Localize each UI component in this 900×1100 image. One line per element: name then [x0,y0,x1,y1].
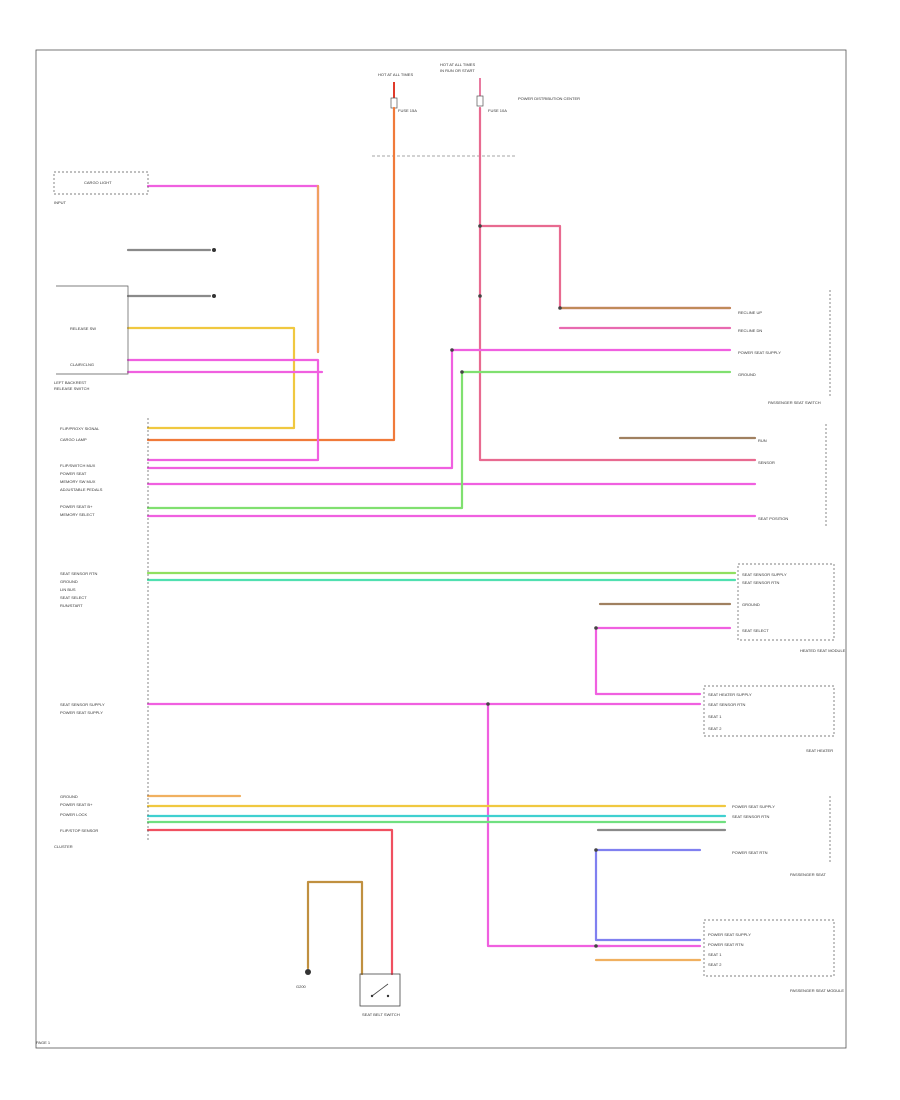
svg-text:G200: G200 [296,984,307,989]
ground-icon [212,248,216,298]
wire-magenta-heated-2 [486,702,612,948]
footer-label: PAGE 1 [36,1040,51,1045]
svg-text:POWER SEAT RTN: POWER SEAT RTN [732,850,768,855]
svg-text:GROUND: GROUND [60,794,78,799]
svg-text:POWER SEAT SUPPLY: POWER SEAT SUPPLY [732,804,775,809]
wire-brown-ground [306,880,364,976]
release-switch: RELEASE SW CLAIR/CLNG [56,285,129,375]
svg-text:ADJUSTABLE PEDALS: ADJUSTABLE PEDALS [60,487,103,492]
svg-text:HEATED SEAT MODULE: HEATED SEAT MODULE [800,648,846,653]
power-dist-label: POWER DISTRIBUTION CENTER [518,96,580,101]
svg-text:PASSENGER SEAT MODULE: PASSENGER SEAT MODULE [790,988,844,993]
svg-text:POWER SEAT: POWER SEAT [60,471,87,476]
svg-text:SEAT SENSOR RTN: SEAT SENSOR RTN [60,571,97,576]
wire-magenta-seatpos [594,626,732,696]
svg-text:SEAT SENSOR RTN: SEAT SENSOR RTN [742,580,779,585]
module-bottom-label: CLUSTER [54,844,73,849]
svg-text:POWER LOCK: POWER LOCK [60,812,87,817]
svg-text:LIN BUS: LIN BUS [60,587,76,592]
svg-text:POWER SEAT B+: POWER SEAT B+ [60,504,93,509]
fuse-left-label: HOT AT ALL TIMES [378,72,413,77]
connector-passenger-seat: POWER SEAT SUPPLY SEAT SENSOR RTN POWER … [732,796,831,877]
wire-pink-ignition [478,106,757,462]
svg-text:SEAT 1: SEAT 1 [708,952,722,957]
seat-belt-switch: SEAT BELT SWITCH [359,973,401,1017]
svg-text:RELEASE SW: RELEASE SW [70,326,96,331]
fuse-right-icon [476,78,484,107]
connector-passenger-module: POWER SEAT SUPPLY POWER SEAT RTN SEAT 1 … [703,919,844,993]
svg-text:SEAT SENSOR SUPPLY: SEAT SENSOR SUPPLY [742,572,787,577]
svg-text:GROUND: GROUND [742,602,760,607]
module-pin-labels: FLIP/PROXY SIGNAL CARGO LAMP FLIP/SWITCH… [60,426,105,833]
wire-magenta-release [126,358,320,462]
svg-text:POWER SEAT RTN: POWER SEAT RTN [708,942,744,947]
svg-text:PASSENGER SEAT: PASSENGER SEAT [790,872,826,877]
release-switch-title: LEFT BACKREST [54,380,87,385]
connector-seat-heater: SEAT HEATER SUPPLY SEAT SENSOR RTN SEAT … [703,685,835,753]
svg-text:SEAT HEATER: SEAT HEATER [806,748,833,753]
fuse-right-label: HOT AT ALL TIMES [440,62,475,67]
svg-text:FLIP/PROXY SIGNAL: FLIP/PROXY SIGNAL [60,426,100,431]
release-switch-label: RELEASE SWITCH [54,386,89,391]
cargo-lamp: CARGO LIGHT [53,171,149,195]
svg-text:SEAT HEATER SUPPLY: SEAT HEATER SUPPLY [708,692,752,697]
wire-green-memory [146,370,732,510]
ground-bottom: G200 [296,969,311,989]
svg-text:POWER SEAT SUPPLY: POWER SEAT SUPPLY [738,350,781,355]
connector-seat-sensor: RUN SENSOR SEAT POSITION [758,424,827,528]
fuse-right-sub: IN RUN OR START [440,68,475,73]
svg-text:RECLINE UP: RECLINE UP [738,310,762,315]
svg-text:MEMORY SELECT: MEMORY SELECT [60,512,95,517]
svg-text:SEAT POSITION: SEAT POSITION [758,516,788,521]
svg-text:CARGO LIGHT: CARGO LIGHT [84,180,112,185]
svg-text:CARGO LAMP: CARGO LAMP [60,437,87,442]
svg-text:FLIP/SWITCH MUX: FLIP/SWITCH MUX [60,463,96,468]
svg-text:SEAT SELECT: SEAT SELECT [742,628,769,633]
svg-text:SEAT SENSOR RTN: SEAT SENSOR RTN [708,702,745,707]
fuse-left-name: FUSE 15A [398,108,417,113]
svg-text:SEAT SENSOR RTN: SEAT SENSOR RTN [732,814,769,819]
svg-text:GROUND: GROUND [738,372,756,377]
cargo-lamp-caption: INPUT [54,200,67,205]
svg-text:MEMORY SW MUX: MEMORY SW MUX [60,479,96,484]
connector-heated-seat: SEAT SENSOR SUPPLY SEAT SENSOR RTN GROUN… [737,563,846,653]
svg-text:SENSOR: SENSOR [758,460,775,465]
wire-magenta-mux [146,348,732,470]
svg-text:SEAT BELT SWITCH: SEAT BELT SWITCH [362,1012,400,1017]
svg-text:SEAT 1: SEAT 1 [708,714,722,719]
wire-red-power [146,106,396,442]
svg-text:RECLINE DN: RECLINE DN [738,328,762,333]
svg-text:FLIP/STOP SENSOR: FLIP/STOP SENSOR [60,828,98,833]
svg-text:PASSENGER SEAT SWITCH: PASSENGER SEAT SWITCH [768,400,821,405]
wire-blue-seat [594,848,702,942]
connector-passenger-switch: RECLINE UP RECLINE DN POWER SEAT SUPPLY … [738,290,831,405]
diagram-frame [35,49,847,1049]
svg-text:CLAIR/CLNG: CLAIR/CLNG [70,362,94,367]
svg-text:POWER SEAT SUPPLY: POWER SEAT SUPPLY [60,710,103,715]
svg-text:RUN/START: RUN/START [60,603,83,608]
svg-text:SEAT 2: SEAT 2 [708,962,722,967]
svg-text:POWER SEAT B+: POWER SEAT B+ [60,802,93,807]
svg-text:SEAT SELECT: SEAT SELECT [60,595,87,600]
wire-yellow-release [126,326,296,430]
wire-red-seat [146,828,394,976]
splice-dots [450,224,598,948]
svg-text:RUN: RUN [758,438,767,443]
svg-text:POWER SEAT SUPPLY: POWER SEAT SUPPLY [708,932,751,937]
svg-text:SEAT SENSOR SUPPLY: SEAT SENSOR SUPPLY [60,702,105,707]
fuse-right-name: FUSE 10A [488,108,507,113]
wire-pink-branch [478,224,732,310]
fuse-left-icon [390,82,398,109]
svg-text:SEAT 2: SEAT 2 [708,726,722,731]
svg-text:GROUND: GROUND [60,579,78,584]
